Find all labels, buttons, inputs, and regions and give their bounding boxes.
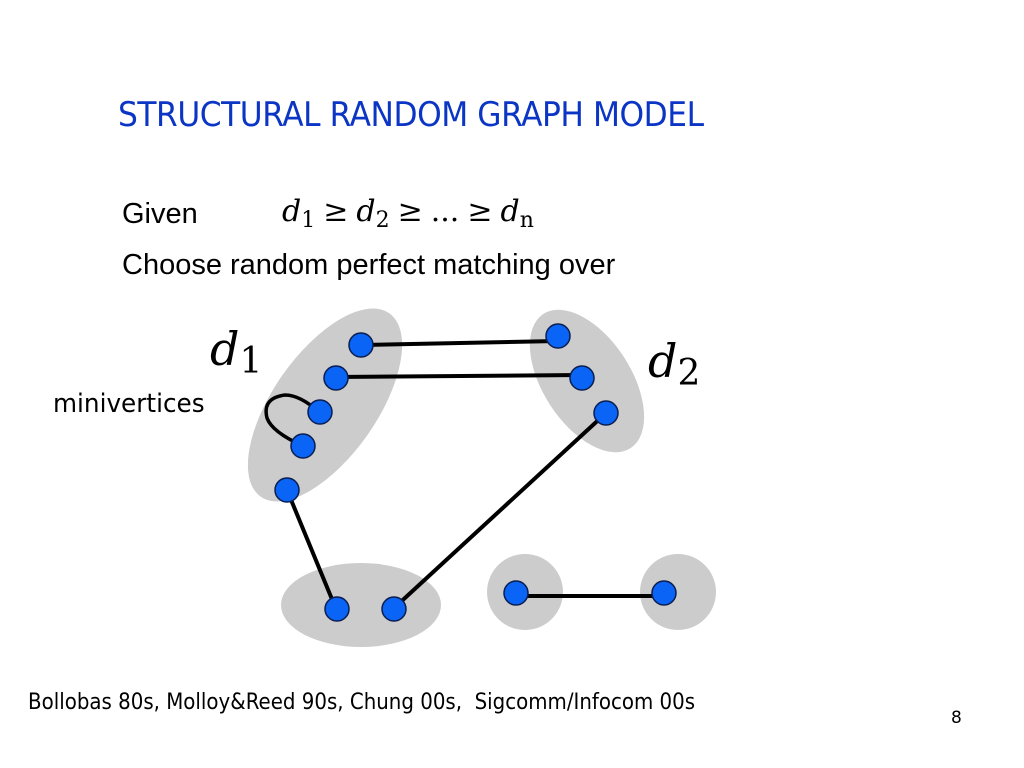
edge <box>391 411 608 611</box>
edge <box>335 373 583 379</box>
minivertex <box>324 596 350 622</box>
minivertex <box>651 580 677 606</box>
minivertex <box>323 365 349 391</box>
minivertex <box>569 365 595 391</box>
minivertex <box>348 332 374 358</box>
vertex-group-5 <box>640 554 716 630</box>
formula-term-d1: d1 <box>282 194 316 233</box>
matching-instruction: Choose random perfect matching over <box>122 249 616 281</box>
vertex-label-d2: d2 <box>648 334 701 394</box>
ellipsis: ... <box>430 194 460 229</box>
references-footer: Bollobas 80s, Molloy&Reed 90s, Chung 00s… <box>28 690 696 715</box>
page-number: 8 <box>951 708 962 728</box>
edge <box>285 489 338 610</box>
geq-symbol: ≥ <box>397 194 423 229</box>
minivertex <box>593 400 619 426</box>
formula-term-dn: dn <box>500 194 534 233</box>
edge <box>360 339 559 347</box>
degree-sequence-formula: d1≥d2≥...≥dn <box>282 194 534 233</box>
minivertex <box>290 433 316 459</box>
vertex-label-d1: d1 <box>210 322 263 382</box>
minivertex <box>381 596 407 622</box>
minivertex <box>545 323 571 349</box>
minivertex <box>307 399 333 425</box>
formula-term-d2: d2 <box>356 194 390 233</box>
vertex-group-3 <box>281 563 441 647</box>
minivertex <box>503 580 529 606</box>
geq-symbol: ≥ <box>467 194 493 229</box>
given-label: Given <box>122 198 198 230</box>
geq-symbol: ≥ <box>323 194 349 229</box>
slide-title: STRUCTURAL RANDOM GRAPH MODEL <box>118 95 704 135</box>
minivertices-label: minivertices <box>53 389 205 419</box>
minivertex <box>274 477 300 503</box>
self-loop-edge <box>264 393 321 448</box>
